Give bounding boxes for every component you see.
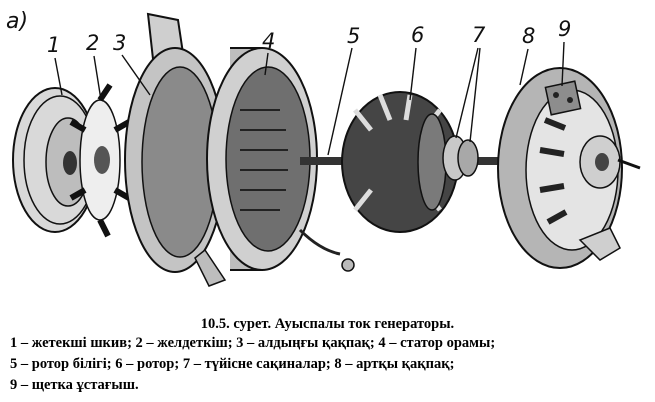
callout-5: 5 — [347, 24, 360, 48]
panel-label: а) — [6, 9, 28, 34]
leader-line-3 — [121, 54, 151, 96]
legend-line-3: 9 – щетка ұстағыш. — [10, 377, 139, 393]
leader-line-4 — [264, 52, 269, 76]
callout-2: 2 — [86, 31, 99, 55]
fan-drawing — [69, 83, 131, 238]
leader-line-1 — [54, 57, 63, 96]
callout-4: 4 — [262, 29, 275, 53]
callout-9: 9 — [558, 17, 571, 41]
callout-8: 8 — [522, 24, 535, 48]
generator-exploded-view: а) — [6, 9, 641, 287]
callout-7: 7 — [472, 23, 486, 47]
stator-winding-drawing — [206, 47, 355, 272]
callout-6: 6 — [411, 23, 424, 47]
legend-line-2: 5 – ротор білігі; 6 – ротор; 7 – түйісне… — [10, 356, 455, 372]
leader-line-7b — [469, 47, 481, 143]
callout-1: 1 — [47, 33, 60, 57]
legend-line-1: 1 – жетекші шкив; 2 – желдеткіш; 3 – алд… — [10, 335, 496, 351]
leader-line-2 — [93, 55, 102, 101]
rear-housing-drawing — [497, 67, 641, 269]
leader-line-6 — [409, 47, 417, 101]
leader-line-9 — [561, 41, 565, 87]
front-housing-drawing — [124, 12, 227, 287]
leader-line-5 — [327, 47, 353, 156]
callout-3: 3 — [113, 31, 126, 55]
slip-rings-drawing — [442, 135, 479, 181]
brush-holder-drawing — [544, 80, 582, 116]
rotor-drawing — [341, 91, 459, 233]
figure-caption-title: 10.5. сурет. Ауыспалы ток генераторы. — [200, 316, 455, 332]
leader-line-7a — [455, 47, 479, 139]
leader-line-8 — [519, 48, 529, 86]
